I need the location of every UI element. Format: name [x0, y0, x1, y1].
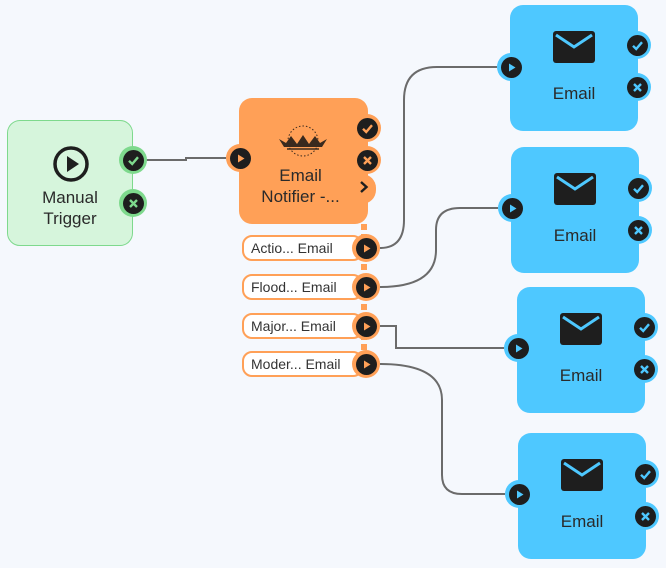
chevron-right-icon	[359, 180, 369, 199]
branch-output-port-2[interactable]	[352, 273, 380, 301]
play-icon	[355, 237, 377, 259]
play-icon	[355, 353, 377, 375]
input-port[interactable]	[226, 144, 254, 172]
check-icon	[122, 149, 144, 171]
branch-output-port-4[interactable]	[352, 350, 380, 378]
failure-port[interactable]	[623, 73, 651, 101]
x-icon	[633, 358, 655, 380]
node-label: Email	[553, 226, 597, 245]
success-port[interactable]	[623, 31, 651, 59]
failure-port[interactable]	[353, 146, 381, 174]
play-icon	[229, 147, 251, 169]
play-icon	[355, 276, 377, 298]
branch-label-4[interactable]: Moder... Email	[242, 351, 363, 377]
wire-trigger-to-notifier[interactable]	[146, 157, 226, 161]
node-label: Email	[560, 512, 604, 531]
success-port[interactable]	[119, 146, 147, 174]
input-port[interactable]	[504, 334, 532, 362]
notifier-logo-icon	[277, 123, 329, 164]
wire-branch-3-to-email-3[interactable]	[380, 325, 504, 349]
branch-label-1[interactable]: Actio... Email	[242, 235, 363, 261]
branch-output-port-1[interactable]	[352, 234, 380, 262]
envelope-icon	[554, 173, 596, 210]
email-node-3[interactable]: Email	[504, 287, 658, 413]
x-icon	[626, 76, 648, 98]
email-node-2[interactable]: Email	[498, 147, 652, 273]
x-icon	[356, 149, 378, 171]
check-icon	[356, 117, 378, 139]
input-port[interactable]	[497, 53, 525, 81]
play-icon	[508, 483, 530, 505]
input-port[interactable]	[505, 480, 533, 508]
input-port[interactable]	[498, 194, 526, 222]
play-icon	[500, 56, 522, 78]
wire-branch-4-to-email-4[interactable]	[379, 363, 505, 495]
success-port[interactable]	[624, 174, 652, 202]
failure-port[interactable]	[624, 216, 652, 244]
branch-label-3[interactable]: Major... Email	[242, 313, 363, 339]
branch-label-2[interactable]: Flood... Email	[242, 274, 363, 300]
wire-branch-2-to-email-2[interactable]	[379, 207, 498, 288]
failure-port[interactable]	[119, 189, 147, 217]
x-icon	[634, 505, 656, 527]
failure-port[interactable]	[631, 502, 659, 530]
play-circle-icon	[52, 145, 90, 188]
play-icon	[355, 315, 377, 337]
x-icon	[122, 192, 144, 214]
envelope-icon	[560, 313, 602, 350]
branch-output-port-3[interactable]	[352, 312, 380, 340]
email-notifier-node[interactable]: Email Notifier -...	[226, 98, 381, 224]
play-icon	[501, 197, 523, 219]
node-label: Email Notifier -...	[261, 166, 340, 206]
success-port[interactable]	[353, 114, 381, 142]
manual-trigger-node[interactable]: Manual Trigger	[7, 120, 147, 246]
envelope-icon	[561, 459, 603, 496]
check-icon	[634, 463, 656, 485]
node-label: Email	[552, 84, 596, 103]
node-label: Manual Trigger	[42, 188, 98, 228]
check-icon	[633, 316, 655, 338]
check-icon	[626, 34, 648, 56]
expand-branches-button[interactable]	[352, 174, 376, 204]
email-node-1[interactable]: Email	[497, 5, 651, 131]
x-icon	[627, 219, 649, 241]
failure-port[interactable]	[630, 355, 658, 383]
email-node-4[interactable]: Email	[505, 433, 659, 559]
success-port[interactable]	[630, 313, 658, 341]
play-icon	[507, 337, 529, 359]
check-icon	[627, 177, 649, 199]
node-label: Email	[559, 366, 603, 385]
envelope-icon	[553, 31, 595, 68]
success-port[interactable]	[631, 460, 659, 488]
wire-branch-1-to-email-1[interactable]	[379, 66, 497, 249]
